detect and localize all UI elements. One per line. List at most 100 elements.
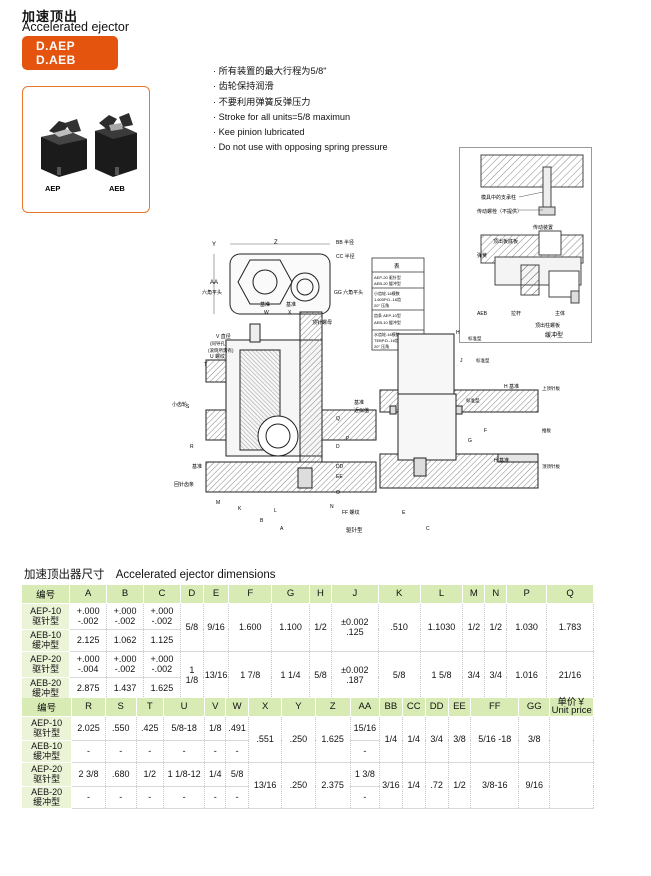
table-cell: - [71, 786, 106, 809]
dim-T: T [204, 362, 207, 368]
table-cell: - [136, 786, 164, 809]
note-item: Do not use with opposing spring pressure [213, 140, 388, 155]
table-cell: 1.625 [143, 677, 181, 700]
table2-header: X [248, 698, 283, 717]
table-cell: 1 7/8 [228, 651, 273, 700]
unit-price-cn: 单价￥ [557, 696, 586, 708]
table-cell: 1.1030 [420, 603, 464, 652]
label-base-x: 基准 [286, 301, 296, 308]
left-section-view [205, 311, 377, 493]
product-photo-frame: AEP AEB [22, 86, 150, 213]
table-cell: 1.100 [271, 603, 310, 652]
table-cell: +.000-.002 [69, 603, 108, 630]
inset-label-aeb: AEB [477, 311, 488, 317]
table-cell: 1/2 [448, 762, 472, 809]
table-cell: 1/4 [379, 716, 403, 763]
table2-header: CC [402, 698, 426, 717]
table1-header: B [106, 585, 144, 604]
gear-table-line: 水齿轮-16模数 [374, 331, 400, 337]
table-cell: 1.625 [315, 716, 351, 763]
dim-K: K [238, 506, 242, 512]
dimension-title-cn: 加速顶出器尺寸 [24, 569, 105, 581]
table2-header: AA [350, 698, 380, 717]
table1-header: 编号 [22, 585, 71, 604]
label-GG: GG 六角平头 [334, 289, 363, 296]
product-photo: AEP AEB [41, 113, 137, 193]
label-ref: 基准 [354, 399, 364, 406]
table-cell: - [136, 740, 164, 763]
label-FF: FF 螺纹 [342, 509, 360, 516]
gear-table-line: AEB-20 缓冲型 [374, 280, 401, 286]
table1-header-row: 编号 A B C D E F G H J K L M N P Q [22, 585, 594, 604]
table-cell: 3/16 [379, 762, 403, 809]
label-hex-bolt: 顶针螺母 [312, 319, 332, 326]
dim-A: A [280, 526, 284, 532]
table1-header: F [228, 585, 273, 604]
table2-header: R [71, 698, 106, 717]
table-cell: 5/8-18 [163, 716, 206, 741]
table1-header: C [143, 585, 181, 604]
table-cell: 1/2 [462, 603, 486, 652]
table-cell: 1 1/8 [180, 651, 204, 700]
dimension-table-2: 编号 R S T U V W X Y Z AA BB CC DD EE FF G… [22, 698, 594, 809]
top-view [213, 243, 331, 315]
table-cell: 2 3/8 [71, 762, 106, 787]
inset-label-bar: 顶出板底板 [493, 238, 518, 245]
table-cell: .72 [425, 762, 449, 809]
dim-F: F [484, 428, 487, 434]
label-base: 基准 [260, 301, 270, 308]
table-cell: 1.030 [506, 603, 548, 652]
table-cell: - [105, 740, 137, 763]
table-cell: 5/16 -18 [470, 716, 520, 763]
table2-header: W [225, 698, 250, 717]
table-cell: 1.016 [506, 651, 548, 700]
gear-table-line: 20° 压角 [374, 302, 389, 308]
label-push-plate: 推板 [542, 427, 551, 434]
note-item: 齿轮保持润滑 [213, 79, 388, 94]
page-title-cn: 加速顶出 [22, 9, 79, 24]
page-title-en: Accelerated ejector [22, 20, 130, 34]
gear-table-line: TEBP.D.-16齿 [374, 337, 399, 343]
table-cell: 3/4 [484, 651, 508, 700]
inset-label-buffer: 缓冲型 [545, 331, 563, 339]
table-cell: .551 [248, 716, 283, 763]
table-cell: 1 5/8 [420, 651, 464, 700]
gear-table-line: 小齿轮-16模数 [374, 290, 400, 296]
label-hex-flat: 六角平头 [202, 289, 222, 296]
label-hh-base: H 基准 [494, 457, 509, 464]
dim-W: W [264, 310, 269, 316]
label-h-base: H 基准 [504, 383, 519, 390]
table2-header-unit-price: 单价￥ Unit price [549, 696, 594, 717]
table-cell: 9/16 [203, 603, 230, 652]
table-cell: 5/8 [309, 651, 332, 700]
table-cell: 3/8-16 [470, 762, 520, 809]
main-technical-drawing: Y Z AA 六角平头 BB 半径 CC 半径 GG 六角平头 表 AEP-20… [172, 239, 560, 534]
dim-S: S [186, 404, 190, 410]
table2-header: GG [518, 698, 551, 717]
note-item: 所有装置的最大行程为5/8" [213, 64, 388, 79]
table1-header: L [420, 585, 464, 604]
table-cell: 21/16 [546, 651, 594, 700]
table-cell: .680 [105, 762, 137, 787]
table2-header: 编号 [22, 698, 73, 717]
table-cell: 1.125 [143, 629, 181, 652]
dim-M: M [216, 500, 220, 506]
model-code-aep: D.AEP [36, 39, 76, 53]
table-cell: +.000-.004 [69, 651, 108, 678]
table-cell: - [163, 786, 206, 809]
unit-price-en: Unit price [551, 704, 592, 716]
label-V-sub: (同导孔) [210, 340, 227, 347]
table-cell: 1.783 [546, 603, 594, 652]
table1-header: N [484, 585, 508, 604]
